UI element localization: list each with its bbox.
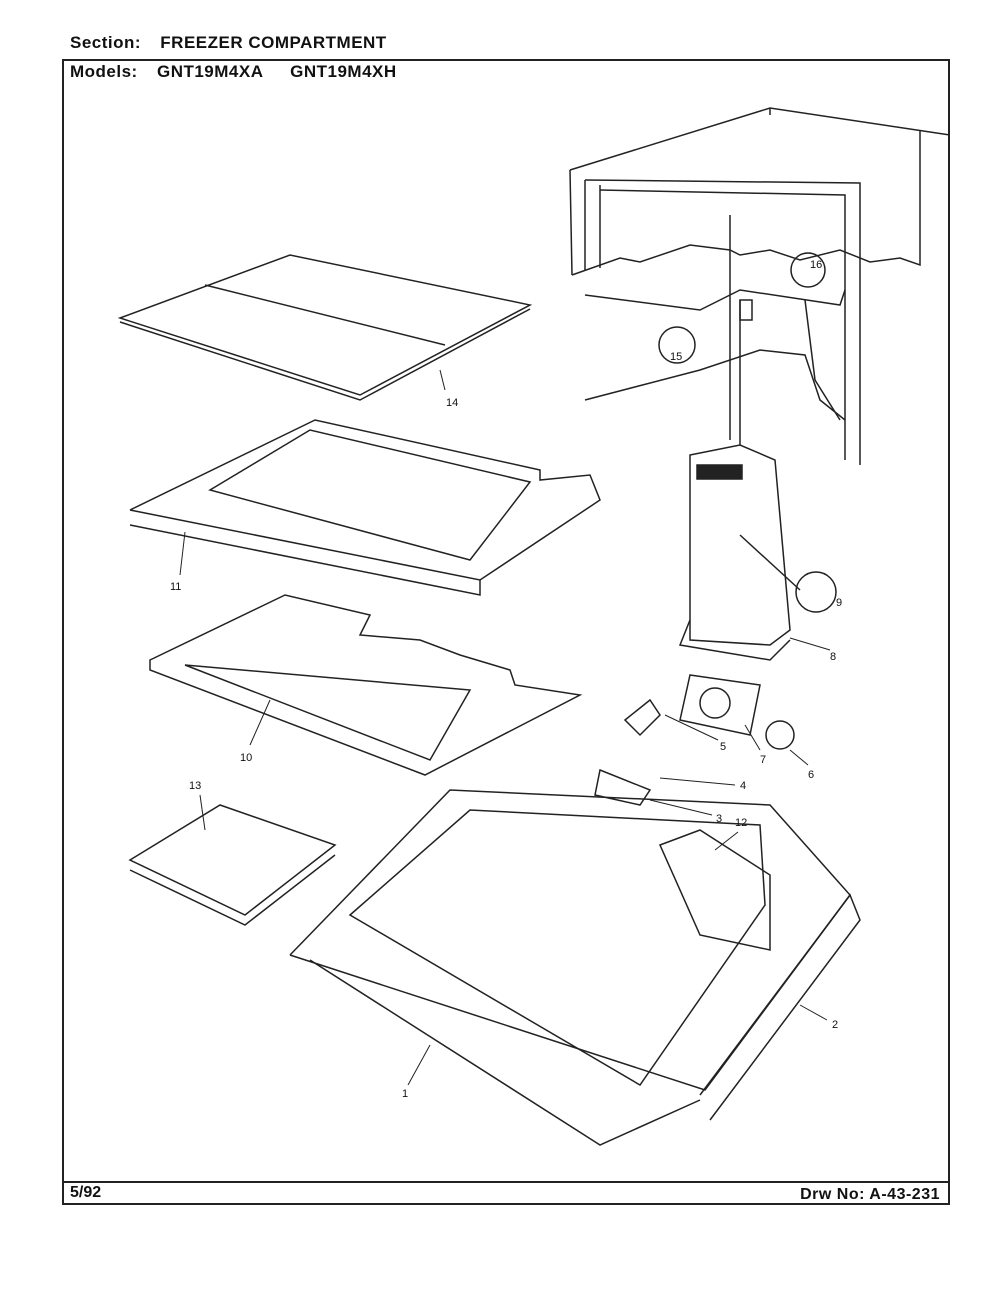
callout-16: 16 <box>810 259 822 271</box>
freezer-cabinet <box>569 107 951 465</box>
footer-divider <box>62 1181 950 1183</box>
section-label: Section: <box>70 33 142 52</box>
callout-2: 2 <box>832 1019 838 1031</box>
callout-3: 3 <box>716 813 722 825</box>
shelf-frame <box>129 419 601 596</box>
fan-assembly <box>594 674 795 806</box>
callout-7: 7 <box>760 754 766 766</box>
callout-15: 15 <box>670 351 682 363</box>
callout-11: 11 <box>170 581 181 593</box>
callout-12: 12 <box>735 817 747 829</box>
wire-shelf <box>117 254 533 401</box>
leader-lines <box>179 369 831 1086</box>
drawing-date: 5/92 <box>70 1184 102 1201</box>
models-label: Models: <box>70 62 138 81</box>
callout-labels: 1 2 3 4 5 6 7 8 9 10 11 12 13 14 15 16 <box>170 259 842 1100</box>
callout-13: 13 <box>189 780 201 792</box>
section-value: FREEZER COMPARTMENT <box>160 33 387 52</box>
callout-5: 5 <box>720 741 726 753</box>
callout-8: 8 <box>830 651 836 663</box>
air-duct <box>678 444 837 661</box>
drawing-frame <box>62 59 950 1205</box>
models-header: Models: GNT19M4XA GNT19M4XH <box>70 62 397 82</box>
model-1: GNT19M4XA <box>156 62 263 81</box>
section-header: Section: FREEZER COMPARTMENT <box>70 33 387 53</box>
drawing-number: Drw No: A-43-231 <box>800 1186 940 1203</box>
callout-10: 10 <box>240 752 252 764</box>
callout-9: 9 <box>836 597 842 609</box>
callout-6: 6 <box>808 769 814 781</box>
ice-tray <box>128 804 337 926</box>
model-2: GNT19M4XH <box>290 62 397 81</box>
callout-4: 4 <box>740 780 746 792</box>
callout-14: 14 <box>446 397 458 409</box>
freezer-liner <box>289 789 861 1146</box>
callout-1: 1 <box>402 1088 408 1100</box>
crisper-cover <box>149 594 583 776</box>
